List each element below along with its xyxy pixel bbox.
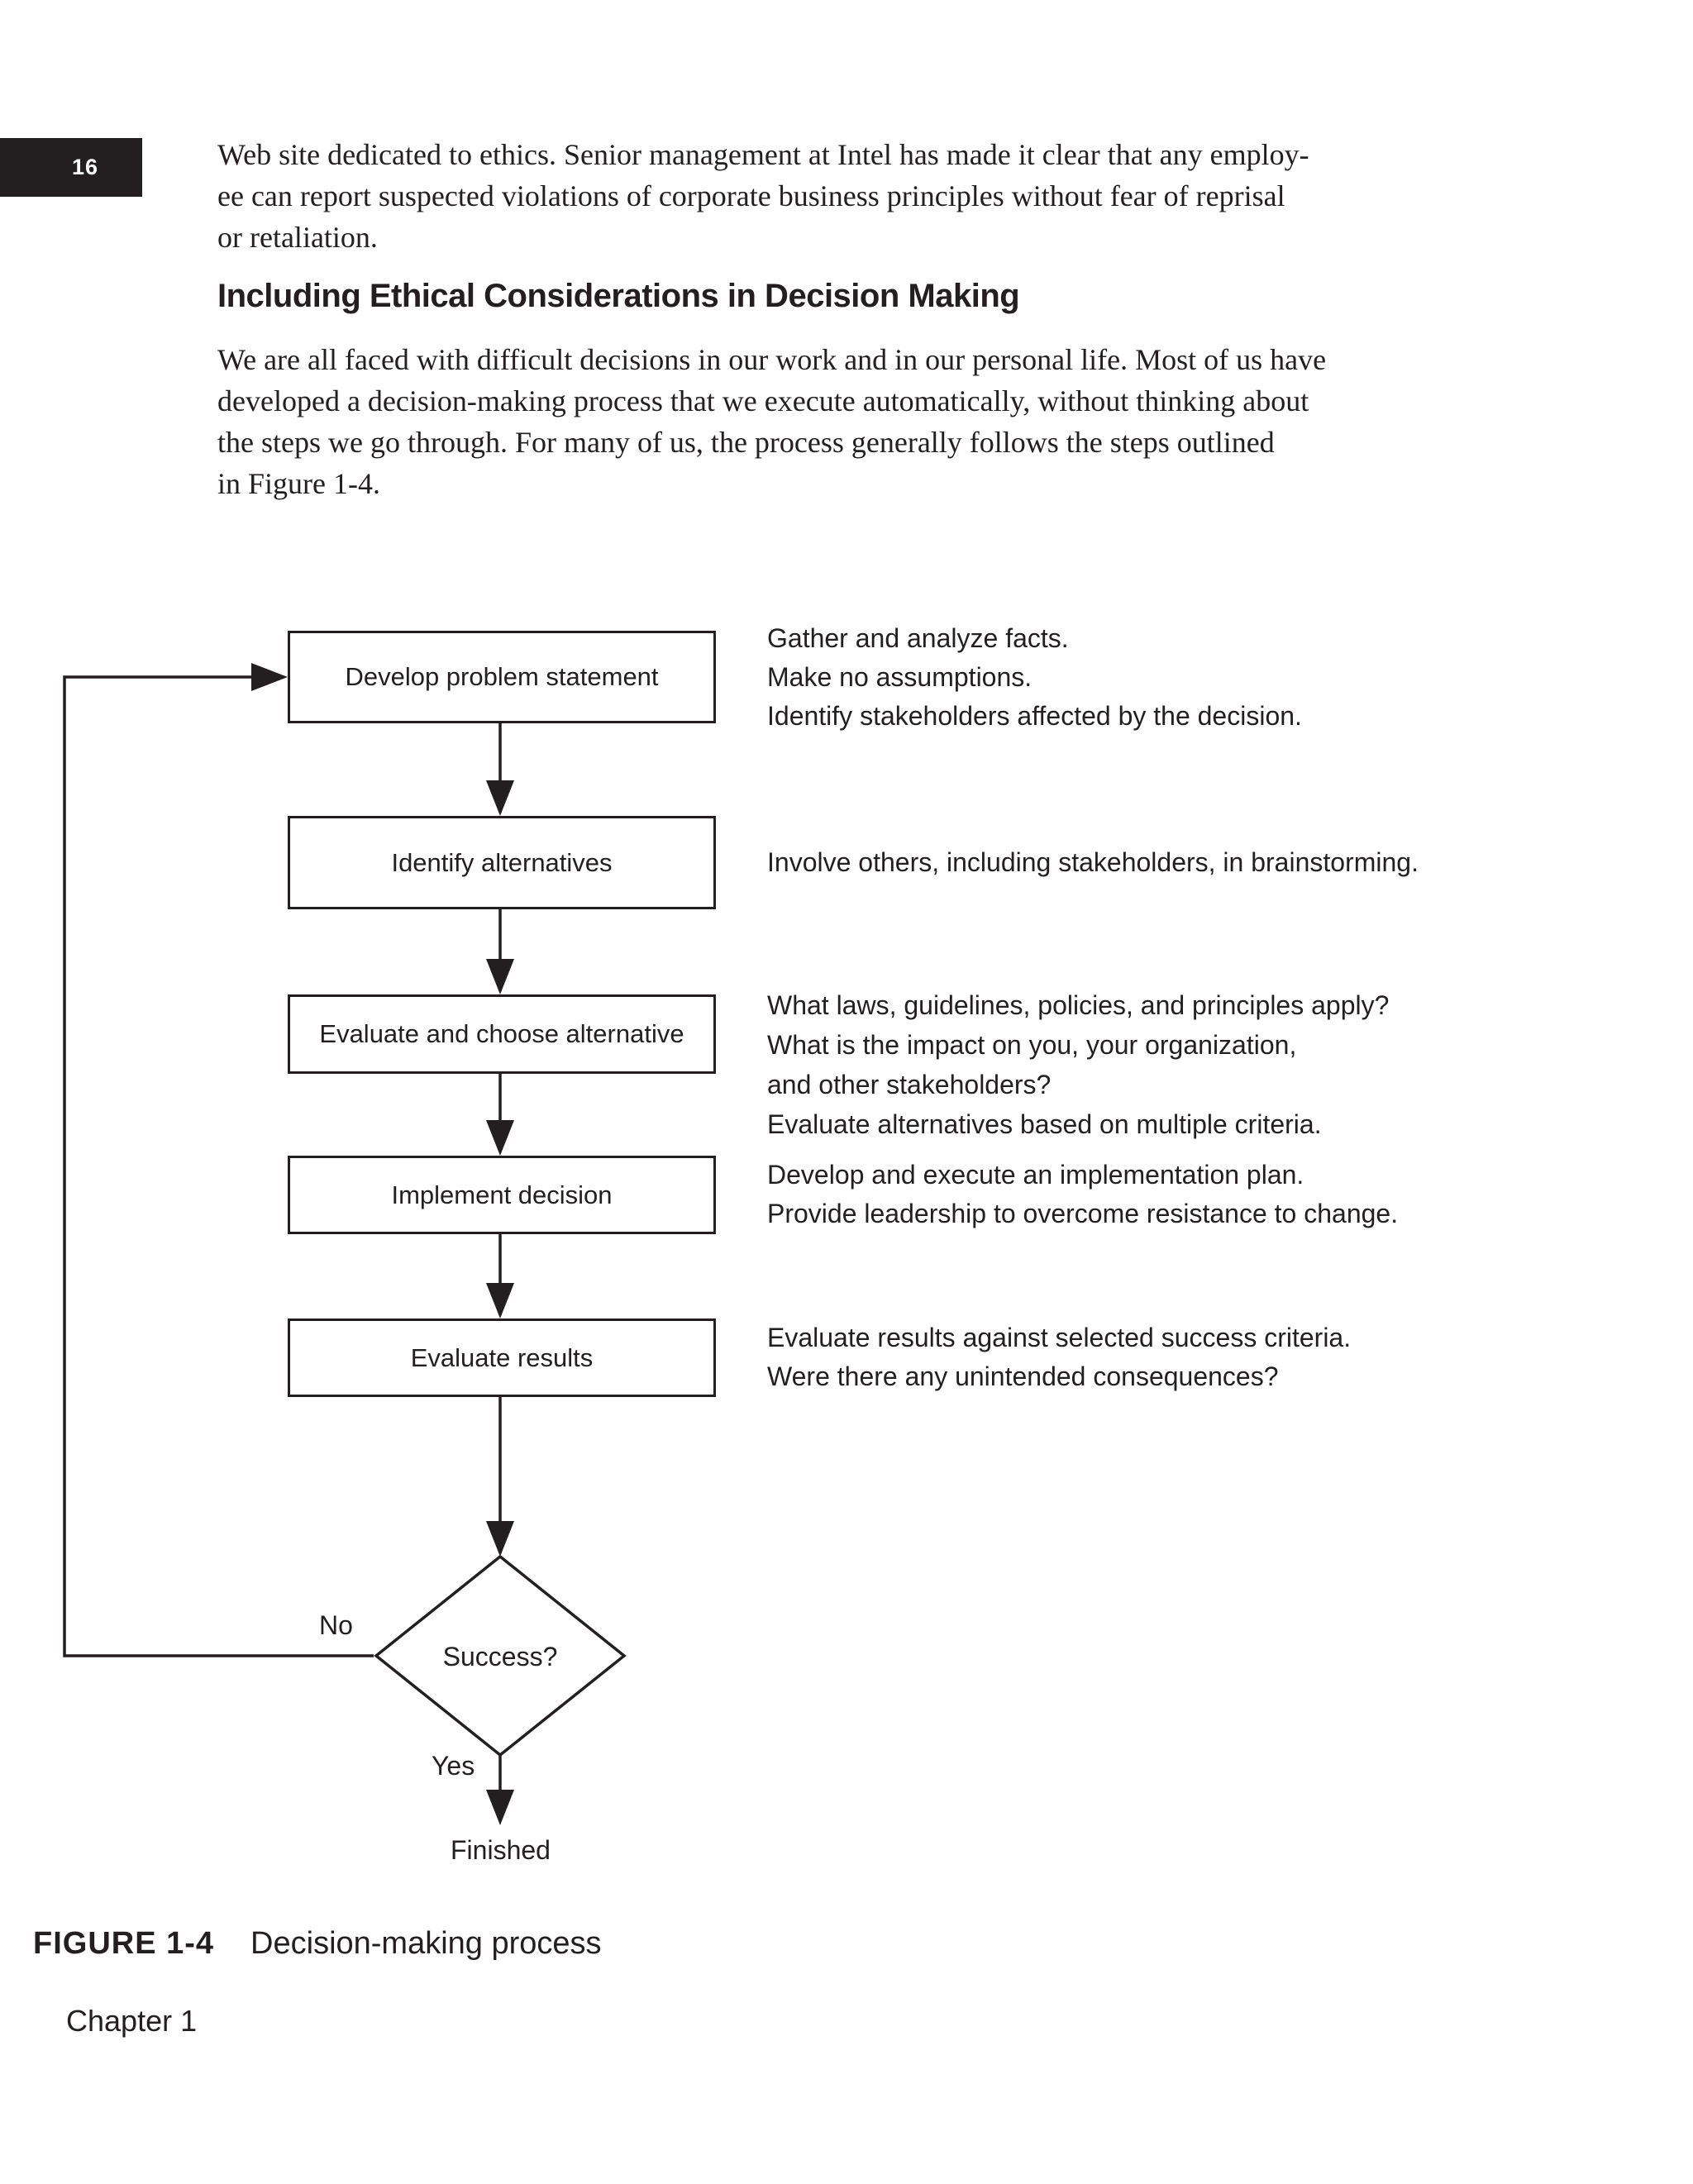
figure-caption: FIGURE 1-4 Decision-making process [33,1926,602,1962]
flow-step-annotation-2: Involve others, including stakeholders, … [767,847,1419,877]
flow-step-box-1: Develop problem statement [288,631,716,723]
flow-step-annotation-5: Evaluate results against selected succes… [767,1323,1352,1391]
flow-step-annotation-4: Develop and execute an implementation pl… [767,1160,1399,1228]
figure-caption-label: FIGURE 1-4 [33,1926,215,1961]
flow-step-box-5: Evaluate results [288,1319,716,1397]
arrowhead-into-step-4 [486,1120,514,1156]
intro-paragraph: Web site dedicated to ethics. Senior man… [217,138,1309,254]
arrowhead-into-step-2 [486,780,514,816]
flow-step-box-3: Evaluate and choose alternative [288,994,716,1074]
page-number: 16 [71,155,99,179]
flow-step-label-2: Identify alternatives [391,847,613,877]
arrowhead-into-decision [486,1521,514,1557]
flow-step-label-3: Evaluate and choose alternative [319,1019,684,1048]
connector-loop-back [63,675,374,1657]
flow-step-box-4: Implement decision [288,1156,716,1234]
flow-end-label: Finished [451,1835,551,1865]
flow-step-annotation-1: Gather and analyze facts. Make no assump… [767,623,1302,731]
flow-step-annotation-3: What laws, guidelines, policies, and pri… [767,990,1390,1139]
page-number-badge: 16 [0,138,142,197]
decision-yes-label: Yes [432,1751,475,1781]
arrowhead-into-step-5 [486,1283,514,1319]
arrowhead-into-step-1 [251,663,288,691]
figure-caption-text: Decision-making process [250,1926,602,1961]
flow-step-box-2: Identify alternatives [288,816,716,909]
arrowhead-finished [486,1790,514,1825]
decision-label: Success? [442,1641,558,1671]
chapter-footer: Chapter 1 [66,2004,198,2038]
flow-step-label-1: Develop problem statement [345,662,659,691]
section-heading: Including Ethical Considerations in Deci… [217,278,1020,314]
section-paragraph: We are all faced with difficult decision… [217,343,1327,500]
arrowhead-into-step-3 [486,959,514,994]
flow-step-label-5: Evaluate results [410,1342,594,1372]
flow-step-label-4: Implement decision [391,1180,613,1209]
decision-no-label: No [319,1610,353,1640]
